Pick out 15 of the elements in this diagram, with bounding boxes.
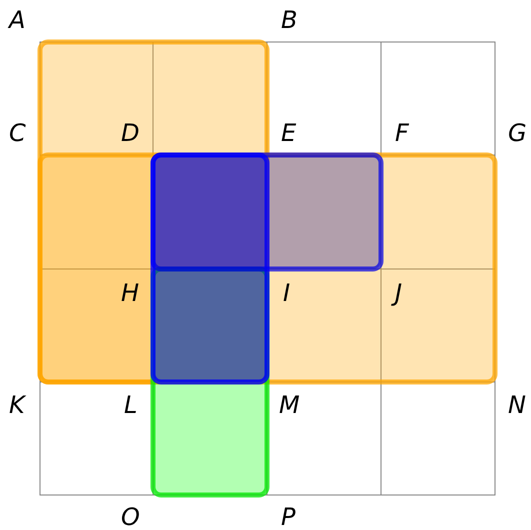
point-label: O	[121, 504, 140, 530]
point-label: C	[9, 120, 26, 146]
point-label: I	[283, 280, 290, 306]
point-label: N	[508, 392, 526, 418]
point-label: M	[279, 392, 300, 418]
point-label: H	[121, 280, 140, 306]
point-label: G	[508, 120, 527, 146]
point-label: F	[395, 120, 409, 146]
point-label: B	[281, 7, 298, 33]
point-label: K	[9, 392, 25, 418]
point-label: E	[281, 120, 296, 146]
point-label: D	[121, 120, 140, 146]
point-label: L	[124, 392, 138, 418]
point-label: A	[9, 7, 26, 33]
point-label: P	[281, 504, 296, 530]
